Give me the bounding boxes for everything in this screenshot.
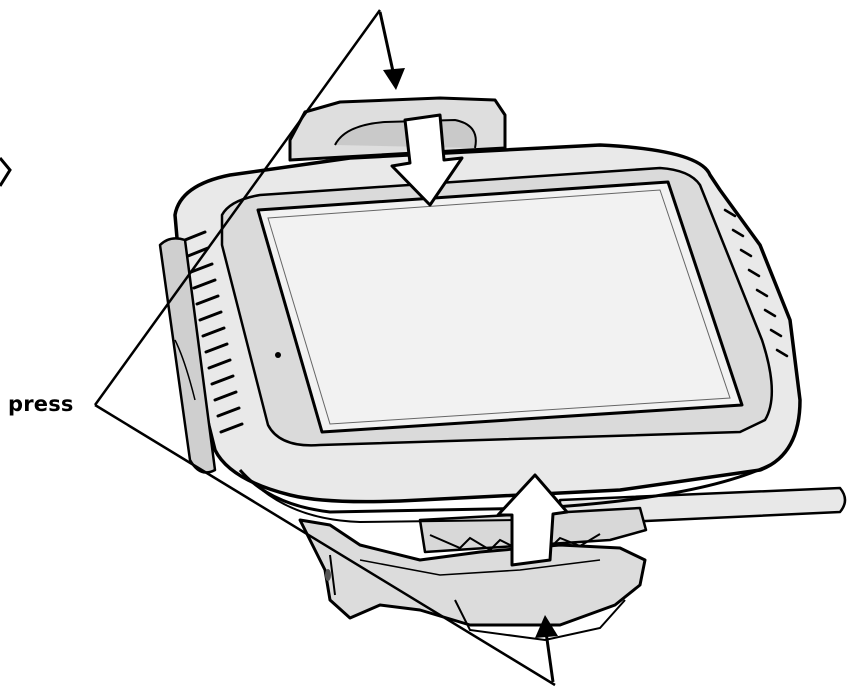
device-screen [256,180,744,434]
callout-pointer-bottom [535,615,558,683]
press-label: press [8,392,74,416]
up-arrow-icon [496,473,569,567]
edge-fragment [0,157,12,187]
device-housing [158,143,802,524]
press-leader-lines [93,9,556,687]
mount-cradle [298,518,647,642]
down-arrow-icon [390,113,464,207]
callout-pointer-top [378,11,405,90]
